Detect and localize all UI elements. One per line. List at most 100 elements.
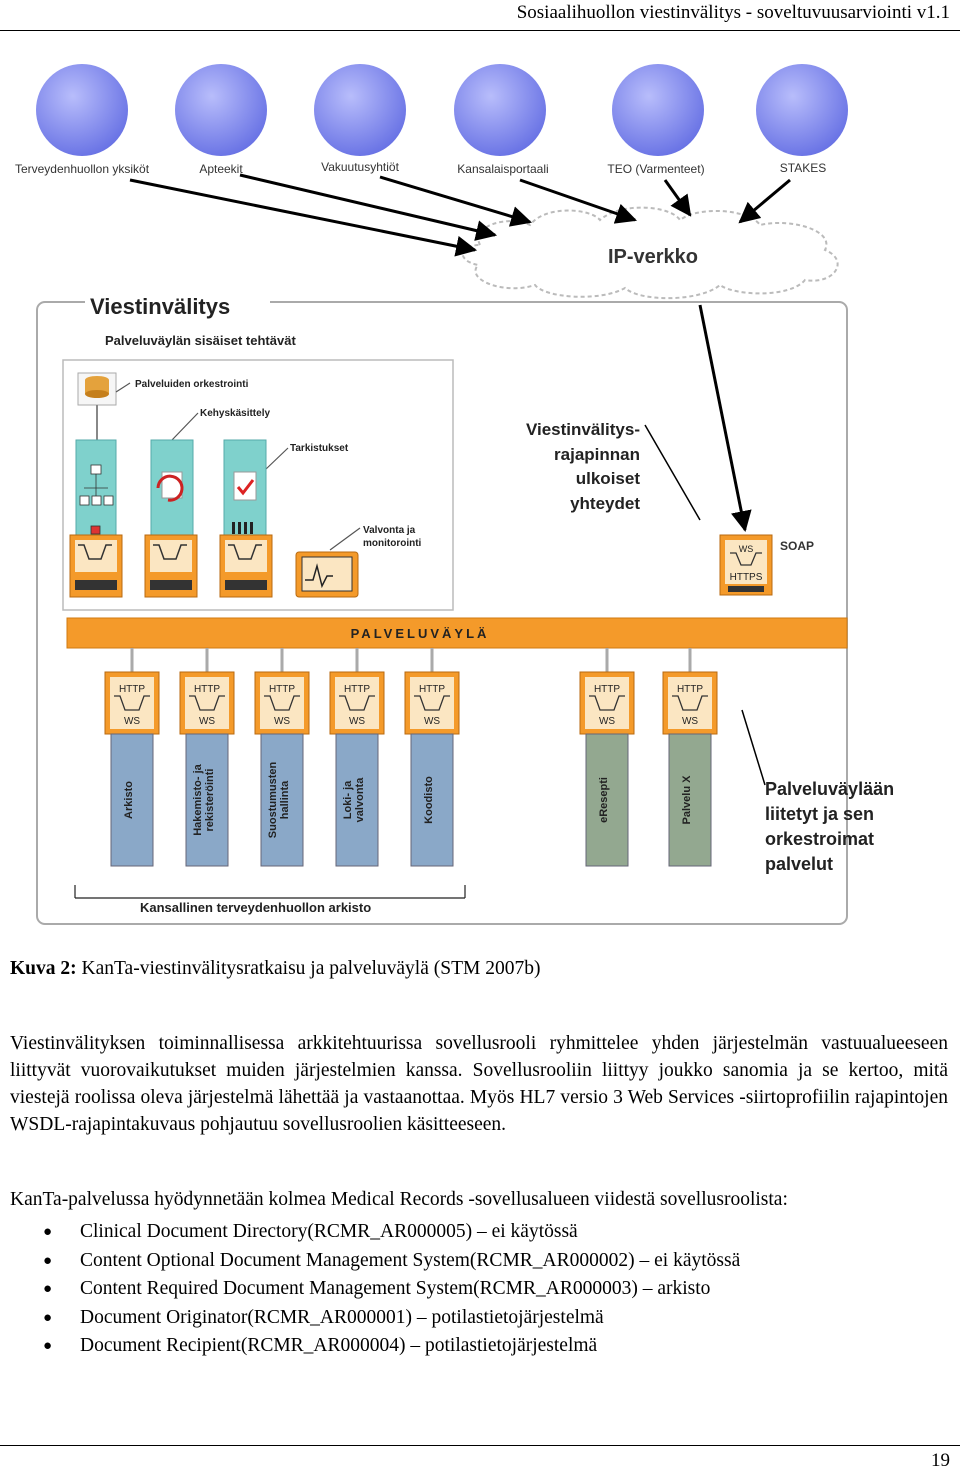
paragraph-usage: KanTa-palvelussa hyödynnetään kolmea Med… [10, 1188, 788, 1210]
ip-network-cloud: IP-verkko [461, 206, 839, 300]
service-label: Loki- ja [342, 780, 354, 819]
service-label: Arkisto [123, 781, 135, 819]
internal-modules [69, 534, 359, 598]
external-interface-label: Viestinvälitys- rajapinnan ulkoiset yhte… [526, 420, 640, 513]
svg-text:yhteydet: yhteydet [570, 494, 640, 513]
list-item: ●Content Optional Document Management Sy… [43, 1249, 741, 1271]
list-item: ●Document Originator(RCMR_AR000001) – po… [43, 1306, 604, 1328]
http-label: HTTP [594, 684, 620, 695]
globe-icon [36, 64, 128, 156]
svg-text:ulkoiset: ulkoiset [576, 469, 641, 488]
ws-label: WS [199, 716, 215, 727]
http-label: HTTP [344, 684, 370, 695]
service-column: HTTP WS Arkisto [104, 648, 160, 867]
http-label: HTTP [269, 684, 295, 695]
soap-endpoint: WS HTTPS SOAP [719, 534, 814, 596]
http-label: HTTP [119, 684, 145, 695]
checks-label: Tarkistukset [290, 443, 349, 454]
endpoint-label: Apteekit [199, 162, 243, 176]
svg-text:SOAP: SOAP [780, 539, 814, 553]
cloud-label: IP-verkko [608, 246, 698, 268]
message-exchange-frame [36, 301, 848, 925]
service-label: Suostumusten [267, 762, 279, 839]
reload-icon [156, 471, 184, 502]
svg-text:rajapinnan: rajapinnan [554, 445, 640, 464]
service-label: Koodisto [423, 776, 435, 824]
ws-label: WS [424, 716, 440, 727]
ws-label: WS [349, 716, 365, 727]
endpoint-labels: Terveydenhuollon yksiköt Apteekit Vakuut… [15, 160, 826, 176]
figure-caption: Kuva 2: KanTa-viestinvälitysratkaisu ja … [10, 958, 540, 980]
header-rule [0, 30, 960, 31]
page-footer: 19 [0, 1445, 960, 1471]
inner-title: Palveluväylän sisäiset tehtävät [105, 333, 296, 348]
list-item: ●Content Required Document Management Sy… [43, 1278, 711, 1300]
http-label: HTTP [419, 684, 445, 695]
service-label: valvonta [354, 777, 366, 823]
caption-text: KanTa-viestinvälitysratkaisu ja palveluv… [81, 958, 541, 979]
http-label: HTTP [194, 684, 220, 695]
list-item: ●Document Recipient(RCMR_AR000004) – pot… [43, 1335, 598, 1357]
service-column: HTTP WS Koodisto [404, 648, 460, 867]
service-column: HTTP WS Palvelu X [662, 648, 718, 867]
endpoint-label: Vakuutusyhtiöt [321, 160, 399, 174]
architecture-diagram: Terveydenhuollon yksiköt Apteekit Vakuut… [15, 64, 894, 925]
bus-label: PALVELUVÄYLÄ [351, 626, 490, 641]
monitoring-label-1: Valvonta ja [363, 525, 416, 536]
svg-text:WS: WS [739, 544, 754, 554]
internal-components [75, 439, 267, 536]
internal-tasks-frame [62, 359, 454, 611]
frame-title: Viestinvälitys [90, 294, 230, 319]
endpoint-label: TEO (Varmenteet) [607, 162, 704, 176]
monitor-icon [295, 551, 359, 598]
orchestration-label: Palveluiden orkestrointi [135, 379, 249, 390]
globe-icon [612, 64, 704, 156]
archive-label: Kansallinen terveydenhuollon arkisto [140, 900, 371, 915]
module-icon [144, 534, 198, 598]
checkmark-icon [232, 471, 257, 534]
module-icon [219, 534, 273, 598]
endpoint-globes [36, 64, 848, 156]
endpoint-label: Terveydenhuollon yksiköt [15, 162, 150, 176]
svg-text:liitetyt ja sen: liitetyt ja sen [765, 804, 874, 824]
paragraph-roles: Viestinvälityksen toiminnallisessa arkki… [10, 1032, 948, 1135]
globe-icon [756, 64, 848, 156]
service-bus [66, 617, 848, 649]
svg-text:HTTPS: HTTPS [730, 572, 763, 583]
module-icon [69, 534, 123, 598]
svg-text:orkestroimat: orkestroimat [765, 829, 874, 849]
ws-label: WS [274, 716, 290, 727]
page-number: 19 [931, 1450, 950, 1471]
globe-icon [454, 64, 546, 156]
svg-text:Palveluväylään: Palveluväylään [765, 779, 894, 799]
service-label: Palvelu X [681, 775, 693, 825]
service-label: hallinta [279, 780, 291, 819]
globe-icon [175, 64, 267, 156]
list-item: ●Clinical Document Directory(RCMR_AR0000… [43, 1221, 578, 1242]
frame-handling-label: Kehyskäsittely [200, 408, 270, 419]
ws-label: WS [124, 716, 140, 727]
page-header: Sosiaalihuollon viestinvälitys - soveltu… [0, 0, 960, 31]
service-label: Hakemisto- ja [192, 763, 204, 835]
monitoring-label-2: monitorointi [363, 538, 422, 549]
hierarchy-icon [79, 464, 114, 535]
endpoint-label: STAKES [780, 161, 826, 175]
endpoint-label: Kansalaisportaali [457, 162, 548, 176]
caption-prefix: Kuva 2: [10, 958, 77, 979]
http-label: HTTP [677, 684, 703, 695]
svg-text:palvelut: palvelut [765, 854, 833, 874]
attached-services-label: Palveluväylään liitetyt ja sen orkestroi… [765, 779, 894, 874]
header-title: Sosiaalihuollon viestinvälitys - soveltu… [516, 2, 950, 23]
service-label: rekisteröinti [204, 769, 216, 832]
ws-label: WS [599, 716, 615, 727]
service-label: eResepti [598, 777, 610, 823]
service-column: HTTP WS eResepti [579, 648, 635, 867]
database-icon [77, 372, 117, 406]
role-list: ●Clinical Document Directory(RCMR_AR0000… [40, 1218, 740, 1361]
svg-text:Viestinvälitys-: Viestinvälitys- [526, 420, 640, 439]
network-arrows [129, 173, 791, 533]
ws-label: WS [682, 716, 698, 727]
